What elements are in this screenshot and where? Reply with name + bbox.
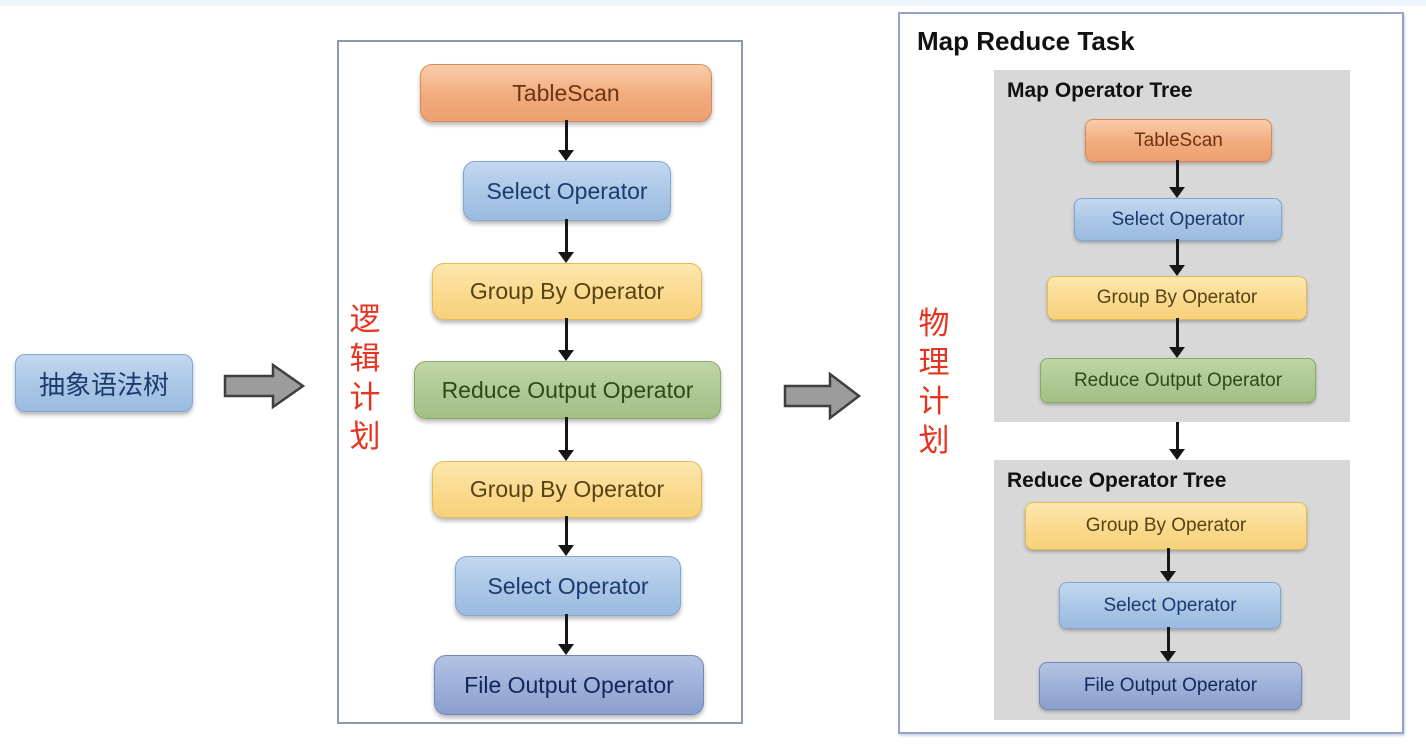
- logical-node-file-output: File Output Operator: [434, 655, 704, 715]
- arrow-down-icon: [557, 417, 575, 461]
- map-reduce-task-title: Map Reduce Task: [917, 26, 1135, 56]
- reduce-operator-tree-panel: Reduce Operator Tree Group By Operator S…: [994, 460, 1350, 720]
- node-label: Select Operator: [1111, 208, 1245, 230]
- map-node-select: Select Operator: [1074, 198, 1282, 241]
- arrow-down-icon: [557, 318, 575, 361]
- node-label: TableScan: [512, 79, 620, 106]
- arrow-down-icon: [1168, 160, 1186, 198]
- node-label: TableScan: [1134, 129, 1223, 151]
- node-label: Group By Operator: [469, 476, 665, 502]
- node-label: Group By Operator: [1096, 287, 1258, 308]
- arrow-down-icon: [557, 614, 575, 655]
- ast-node: 抽象语法树: [15, 354, 193, 412]
- reduce-node-groupby: Group By Operator: [1025, 502, 1307, 550]
- map-operator-tree-title: Map Operator Tree: [1007, 79, 1193, 102]
- arrow-down-icon: [1159, 627, 1177, 662]
- ast-node-label: 抽象语法树: [38, 369, 169, 400]
- map-node-reduce-output: Reduce Output Operator: [1040, 358, 1316, 403]
- reduce-node-file-output: File Output Operator: [1039, 662, 1302, 710]
- logical-node-groupby-2: Group By Operator: [432, 461, 702, 518]
- map-operator-tree-panel: Map Operator Tree TableScan Select Opera…: [994, 70, 1350, 422]
- logical-node-groupby-1: Group By Operator: [432, 263, 702, 320]
- node-label: Reduce Output Operator: [1073, 369, 1283, 391]
- arrow-down-icon: [1168, 422, 1186, 460]
- logical-node-tablescan: TableScan: [420, 64, 712, 122]
- arrow-down-icon: [557, 516, 575, 556]
- logical-node-select-2: Select Operator: [455, 556, 681, 616]
- arrow-down-icon: [1168, 239, 1186, 276]
- arrow-down-icon: [557, 120, 575, 161]
- arrow-right-icon: [223, 362, 306, 410]
- physical-plan-label: 物理计划: [918, 306, 950, 458]
- map-node-tablescan: TableScan: [1085, 119, 1272, 162]
- map-node-groupby: Group By Operator: [1047, 276, 1307, 320]
- reduce-operator-tree-title: Reduce Operator Tree: [1007, 469, 1227, 492]
- logical-node-select-1: Select Operator: [463, 161, 671, 221]
- node-label: File Output Operator: [464, 671, 674, 698]
- node-label: File Output Operator: [1083, 675, 1258, 696]
- logical-plan-label: 逻辑计划: [349, 302, 381, 454]
- node-label: Reduce Output Operator: [441, 376, 694, 403]
- node-label: Select Operator: [1103, 594, 1237, 616]
- top-strip: [0, 0, 1426, 6]
- node-label: Group By Operator: [469, 278, 665, 304]
- reduce-node-select: Select Operator: [1059, 582, 1281, 629]
- node-label: Select Operator: [486, 177, 648, 204]
- arrow-down-icon: [1159, 548, 1177, 582]
- node-label: Select Operator: [487, 572, 649, 599]
- node-label: Group By Operator: [1085, 515, 1247, 536]
- arrow-right-icon: [783, 371, 862, 421]
- physical-plan-panel: Map Reduce Task 物理计划 Map Operator Tree T…: [898, 12, 1404, 734]
- arrow-down-icon: [1168, 318, 1186, 358]
- arrow-down-icon: [557, 219, 575, 263]
- logical-node-reduce-output: Reduce Output Operator: [414, 361, 721, 419]
- logical-plan-panel: 逻辑计划 TableScan Select Operator Group By …: [337, 40, 743, 724]
